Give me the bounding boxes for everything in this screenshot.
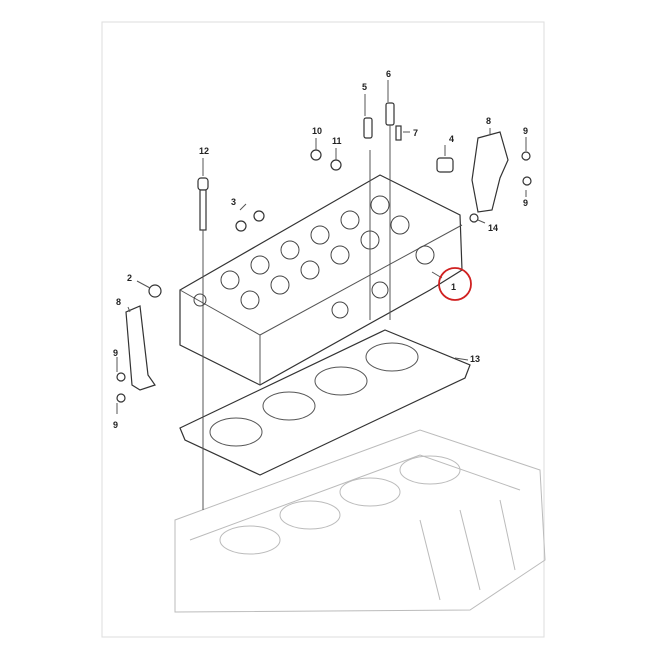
small-parts (116, 102, 532, 403)
callout-8-right: 8 (486, 116, 491, 126)
highlight-circle (438, 267, 472, 301)
callout-9-d: 9 (113, 420, 118, 430)
frame (101, 21, 545, 638)
callout-5: 5 (362, 82, 367, 92)
callout-13: 13 (470, 354, 480, 364)
leader-lines (116, 80, 527, 414)
callout-10: 10 (312, 126, 322, 136)
callout-3: 3 (231, 197, 236, 207)
callout-14: 14 (488, 223, 498, 233)
callout-9-a: 9 (523, 126, 528, 136)
callout-1: 1 (451, 282, 456, 292)
callout-12: 12 (199, 146, 209, 156)
lifting-bracket-right (471, 131, 509, 213)
callout-11: 11 (332, 136, 342, 146)
callout-2: 2 (127, 273, 132, 283)
callout-labels: 12 10 11 5 6 7 4 8 9 9 3 14 2 8 1 9 9 13 (113, 69, 528, 430)
head-bolt (197, 177, 209, 510)
callout-8-left: 8 (116, 297, 121, 307)
callout-9-b: 9 (523, 198, 528, 208)
callout-7: 7 (413, 128, 418, 138)
lifting-bracket-left (125, 305, 156, 391)
callout-6: 6 (386, 69, 391, 79)
head-gasket (179, 329, 471, 476)
cylinder-head (179, 174, 463, 386)
callout-4: 4 (449, 134, 454, 144)
callout-9-c: 9 (113, 348, 118, 358)
engine-block-outline (174, 429, 546, 613)
